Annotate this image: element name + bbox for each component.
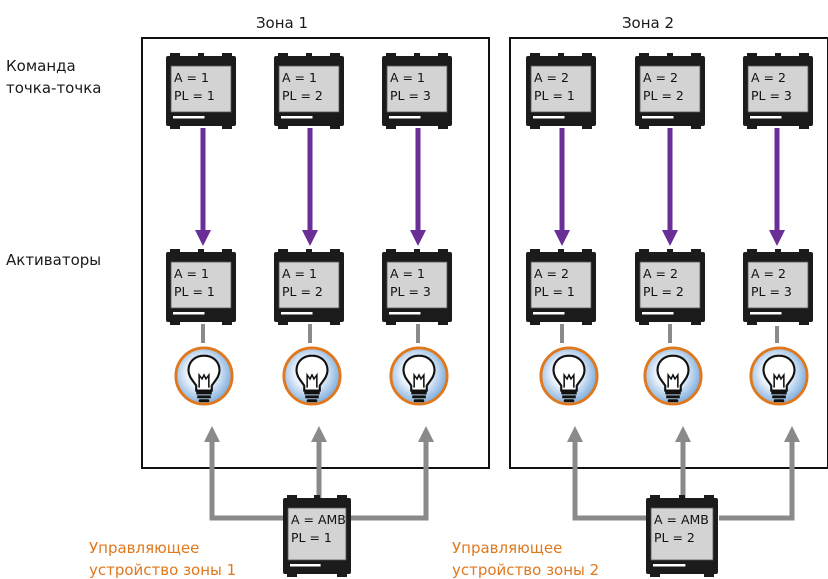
actuator-device: A = 2 PL = 3 <box>743 249 813 325</box>
purple-arrows <box>194 128 786 247</box>
device-address: A = AMB <box>654 512 709 527</box>
controller-device-2: A = AMB PL = 2 <box>646 495 718 577</box>
light-bulb-icon <box>749 346 809 406</box>
device-pl: PL = 3 <box>751 88 792 103</box>
bulbs <box>174 346 809 406</box>
device-pl: PL = 2 <box>282 284 323 299</box>
zone-2-frame <box>509 37 828 469</box>
device-address: A = 1 <box>390 70 425 85</box>
command-device: A = 2 PL = 1 <box>526 53 596 129</box>
device-pl: PL = 1 <box>174 88 215 103</box>
device-address: A = 2 <box>643 266 678 281</box>
command-row-label-line2: точка-точка <box>6 79 101 97</box>
controller-2-label-line2: устройство зоны 2 <box>452 561 599 579</box>
command-device: A = 2 PL = 2 <box>635 53 705 129</box>
actuator-device: A = 1 PL = 2 <box>274 249 344 325</box>
device-pl: PL = 3 <box>390 284 431 299</box>
zone-2-title: Зона 2 <box>622 14 674 32</box>
actuator-device: A = 2 PL = 2 <box>635 249 705 325</box>
device-address: A = 1 <box>174 266 209 281</box>
actuator-device: A = 1 PL = 1 <box>166 249 236 325</box>
devices: A = 1 PL = 1 A = 1 PL = 2 A = 1 PL = 3 A = 1 PL… <box>166 53 813 577</box>
light-bulb-icon <box>539 346 599 406</box>
device-address: A = 2 <box>534 70 569 85</box>
device-pl: PL = 1 <box>174 284 215 299</box>
controller-2-label-line1: Управляющее <box>452 539 562 557</box>
device-address: A = 2 <box>534 266 569 281</box>
command-device: A = 1 PL = 3 <box>382 53 452 129</box>
light-bulb-icon <box>174 346 234 406</box>
device-address: A = 1 <box>174 70 209 85</box>
device-pl: PL = 3 <box>390 88 431 103</box>
device-address: A = AMB <box>291 512 346 527</box>
controller-1-label-line1: Управляющее <box>89 539 199 557</box>
device-address: A = 1 <box>390 266 425 281</box>
device-pl: PL = 1 <box>291 530 332 545</box>
device-pl: PL = 2 <box>654 530 695 545</box>
light-bulb-icon <box>643 346 703 406</box>
controller-2-arrows <box>566 425 801 521</box>
actuators-row-label: Активаторы <box>6 251 101 269</box>
command-row-label-line1: Команда <box>6 57 76 75</box>
command-device: A = 1 PL = 1 <box>166 53 236 129</box>
zone-1-frame <box>141 37 490 469</box>
device-pl: PL = 2 <box>643 284 684 299</box>
device-address: A = 1 <box>282 70 317 85</box>
controller-device-1: A = AMB PL = 1 <box>283 495 351 577</box>
controller-1-arrows <box>203 425 435 521</box>
light-bulb-icon <box>389 346 449 406</box>
device-address: A = 2 <box>751 70 786 85</box>
actuator-bulb-links <box>201 324 779 343</box>
light-bulb-icon <box>282 346 342 406</box>
zone-1-title: Зона 1 <box>256 14 308 32</box>
device-pl: PL = 1 <box>534 284 575 299</box>
device-address: A = 2 <box>751 266 786 281</box>
device-address: A = 2 <box>643 70 678 85</box>
actuator-device: A = 1 PL = 3 <box>382 249 452 325</box>
controller-1-label-line2: устройство зоны 1 <box>89 561 236 579</box>
actuator-device: A = 2 PL = 1 <box>526 249 596 325</box>
device-pl: PL = 2 <box>643 88 684 103</box>
device-pl: PL = 2 <box>282 88 323 103</box>
command-device: A = 1 PL = 2 <box>274 53 344 129</box>
command-device: A = 2 PL = 3 <box>743 53 813 129</box>
device-address: A = 1 <box>282 266 317 281</box>
device-pl: PL = 3 <box>751 284 792 299</box>
device-pl: PL = 1 <box>534 88 575 103</box>
